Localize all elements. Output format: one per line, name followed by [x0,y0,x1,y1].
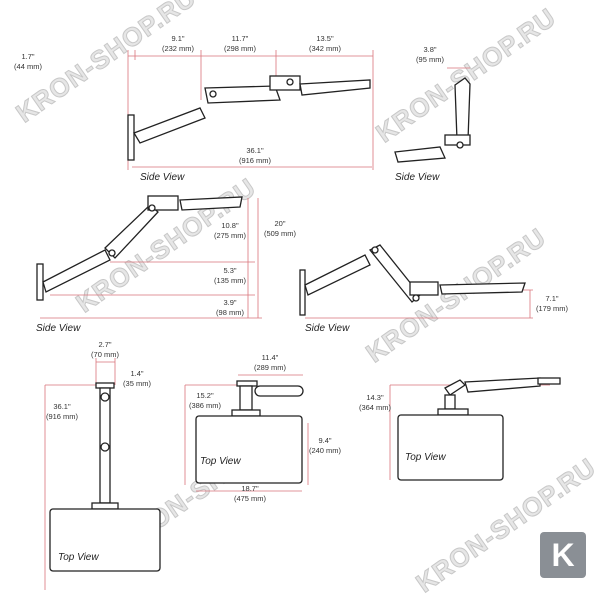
dimension-label: 5.3"(135 mm) [213,266,247,285]
dimension-lines [40,50,550,590]
dimension-label: 9.1"(232 mm) [161,34,195,53]
view-label: Side View [36,323,81,334]
dimension-label: 1.7"(44 mm) [14,52,42,71]
view-label: Top View [200,456,241,467]
arm-drawings [36,75,561,572]
dimension-label: 11.7"(298 mm) [223,34,257,53]
view-label: Top View [405,452,446,463]
dimension-label: 14.3"(364 mm) [358,393,392,412]
dimension-label: 36.1"(916 mm) [238,146,272,165]
dimension-label: 2.7"(70 mm) [91,340,119,359]
dimension-label: 20"(509 mm) [263,219,297,238]
view-label: Side View [140,172,185,183]
view-label: Top View [58,552,99,563]
dimension-label: 10.8"(275 mm) [213,221,247,240]
dimension-label: 36.1"(916 mm) [45,402,79,421]
dimension-label: 9.4"(240 mm) [308,436,342,455]
view-label: Side View [395,172,440,183]
dimension-label: 3.9"(98 mm) [216,298,244,317]
dimension-label: 1.4"(35 mm) [123,369,151,388]
dimension-label: 15.2"(386 mm) [188,391,222,410]
view-label: Side View [305,323,350,334]
dimension-label: 11.4"(289 mm) [253,353,287,372]
dimension-label: 13.5"(342 mm) [308,34,342,53]
dimension-label: 3.8"(95 mm) [416,45,444,64]
dimension-label: 18.7"(475 mm) [233,484,267,503]
shop-logo: K [540,532,586,578]
dimension-label: 7.1"(179 mm) [535,294,569,313]
